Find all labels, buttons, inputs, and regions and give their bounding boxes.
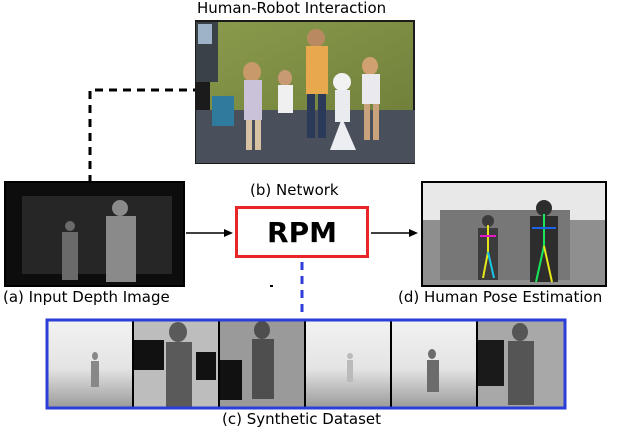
arrow-input-to-network xyxy=(224,229,233,237)
dashed-connector-black xyxy=(88,88,195,183)
output-label: (d) Human Pose Estimation xyxy=(398,288,603,306)
input-depth-image xyxy=(4,181,185,287)
network-box: RPM xyxy=(235,206,369,258)
dataset-label: (c) Synthetic Dataset xyxy=(222,410,382,428)
pose-estimation-image xyxy=(421,181,607,287)
interaction-title: Human-Robot Interaction xyxy=(197,0,387,17)
interaction-photo xyxy=(195,20,415,164)
input-label: (a) Input Depth Image xyxy=(3,288,170,306)
network-name: RPM xyxy=(267,215,337,249)
synthetic-dataset-strip xyxy=(45,318,567,410)
network-label: (b) Network xyxy=(250,181,339,199)
arrow-network-to-output xyxy=(409,229,418,237)
